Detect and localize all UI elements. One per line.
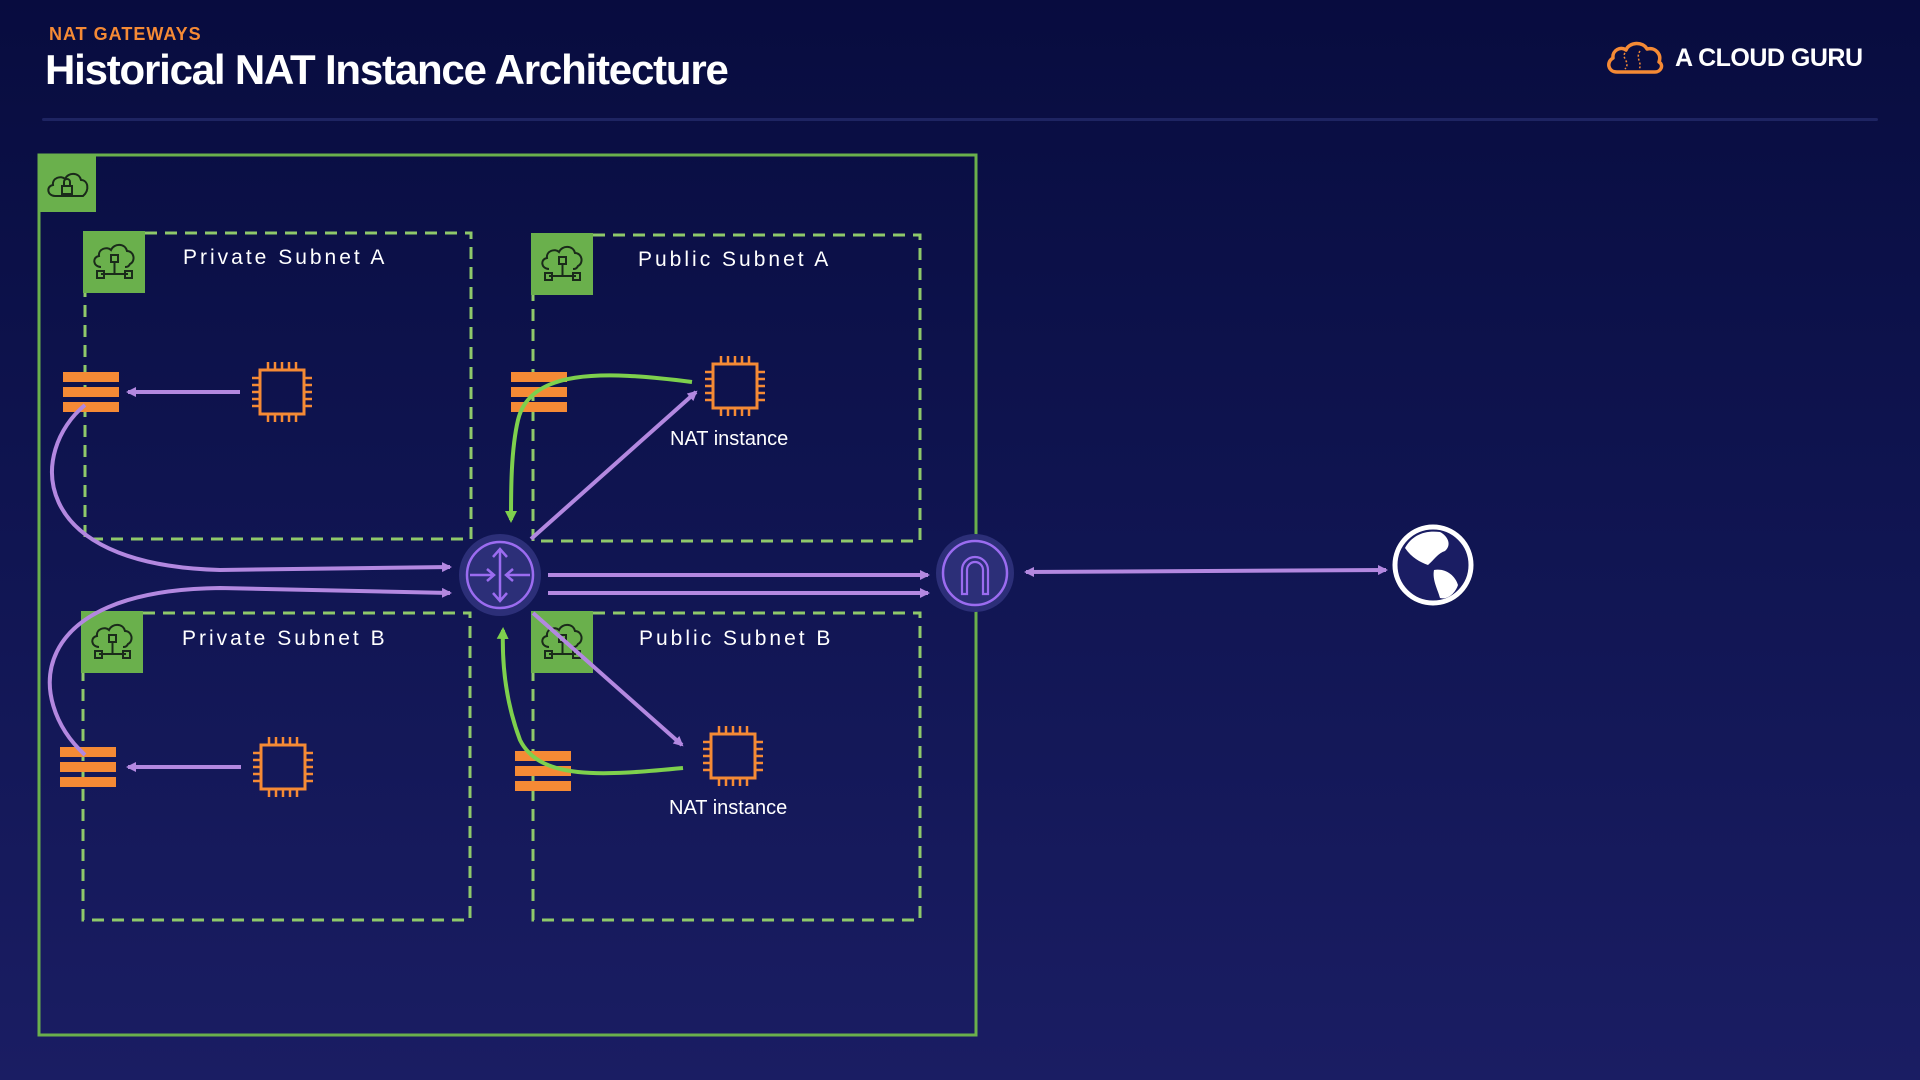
page-title: Historical NAT Instance Architecture — [45, 46, 729, 93]
subnet-private-a — [83, 231, 473, 541]
subnet-public-b — [531, 611, 922, 922]
globe-icon[interactable] — [1392, 524, 1474, 606]
subnet-private-b — [81, 611, 472, 922]
brand-logo: A CLOUD GURU — [1603, 38, 1863, 78]
bidirectional-arrow — [1024, 565, 1388, 577]
ec2-instance-icon[interactable] — [250, 360, 314, 424]
section-eyebrow: NAT GATEWAYS — [49, 24, 202, 44]
subnet-cloud-icon — [81, 611, 143, 673]
cloud-logo-icon — [1607, 41, 1664, 74]
subnet-label-private-a: Private Subnet A — [183, 246, 388, 269]
subnet-label-public-a: Public Subnet A — [638, 248, 832, 271]
internet-gateway-icon[interactable] — [936, 534, 1014, 612]
return-arrow — [496, 627, 684, 776]
flow-arrow — [529, 390, 698, 541]
subnet-public-a — [531, 233, 922, 543]
nat-instance-icon[interactable] — [701, 724, 765, 788]
subnet-label-private-b: Private Subnet B — [182, 627, 388, 650]
ec2-instance-icon[interactable] — [251, 735, 315, 799]
nat-instance-label: NAT instance — [669, 797, 788, 819]
flow-arrow — [50, 403, 452, 573]
router-icon[interactable] — [459, 534, 541, 616]
flow-arrow — [531, 611, 684, 747]
security-layer-icon — [63, 372, 119, 412]
vpc-lock-cloud-icon — [39, 155, 96, 212]
subnet-cloud-icon — [531, 233, 593, 295]
flow-arrow — [47, 585, 452, 757]
nat-instance-icon[interactable] — [703, 354, 767, 418]
return-arrow — [505, 373, 693, 523]
subnet-cloud-icon — [83, 231, 145, 293]
nat-instance-label: NAT instance — [670, 428, 789, 450]
security-layer-icon — [60, 747, 116, 787]
subnet-label-public-b: Public Subnet B — [639, 627, 834, 650]
brand-name: A CLOUD GURU — [1675, 43, 1863, 72]
header-divider — [42, 118, 1878, 121]
